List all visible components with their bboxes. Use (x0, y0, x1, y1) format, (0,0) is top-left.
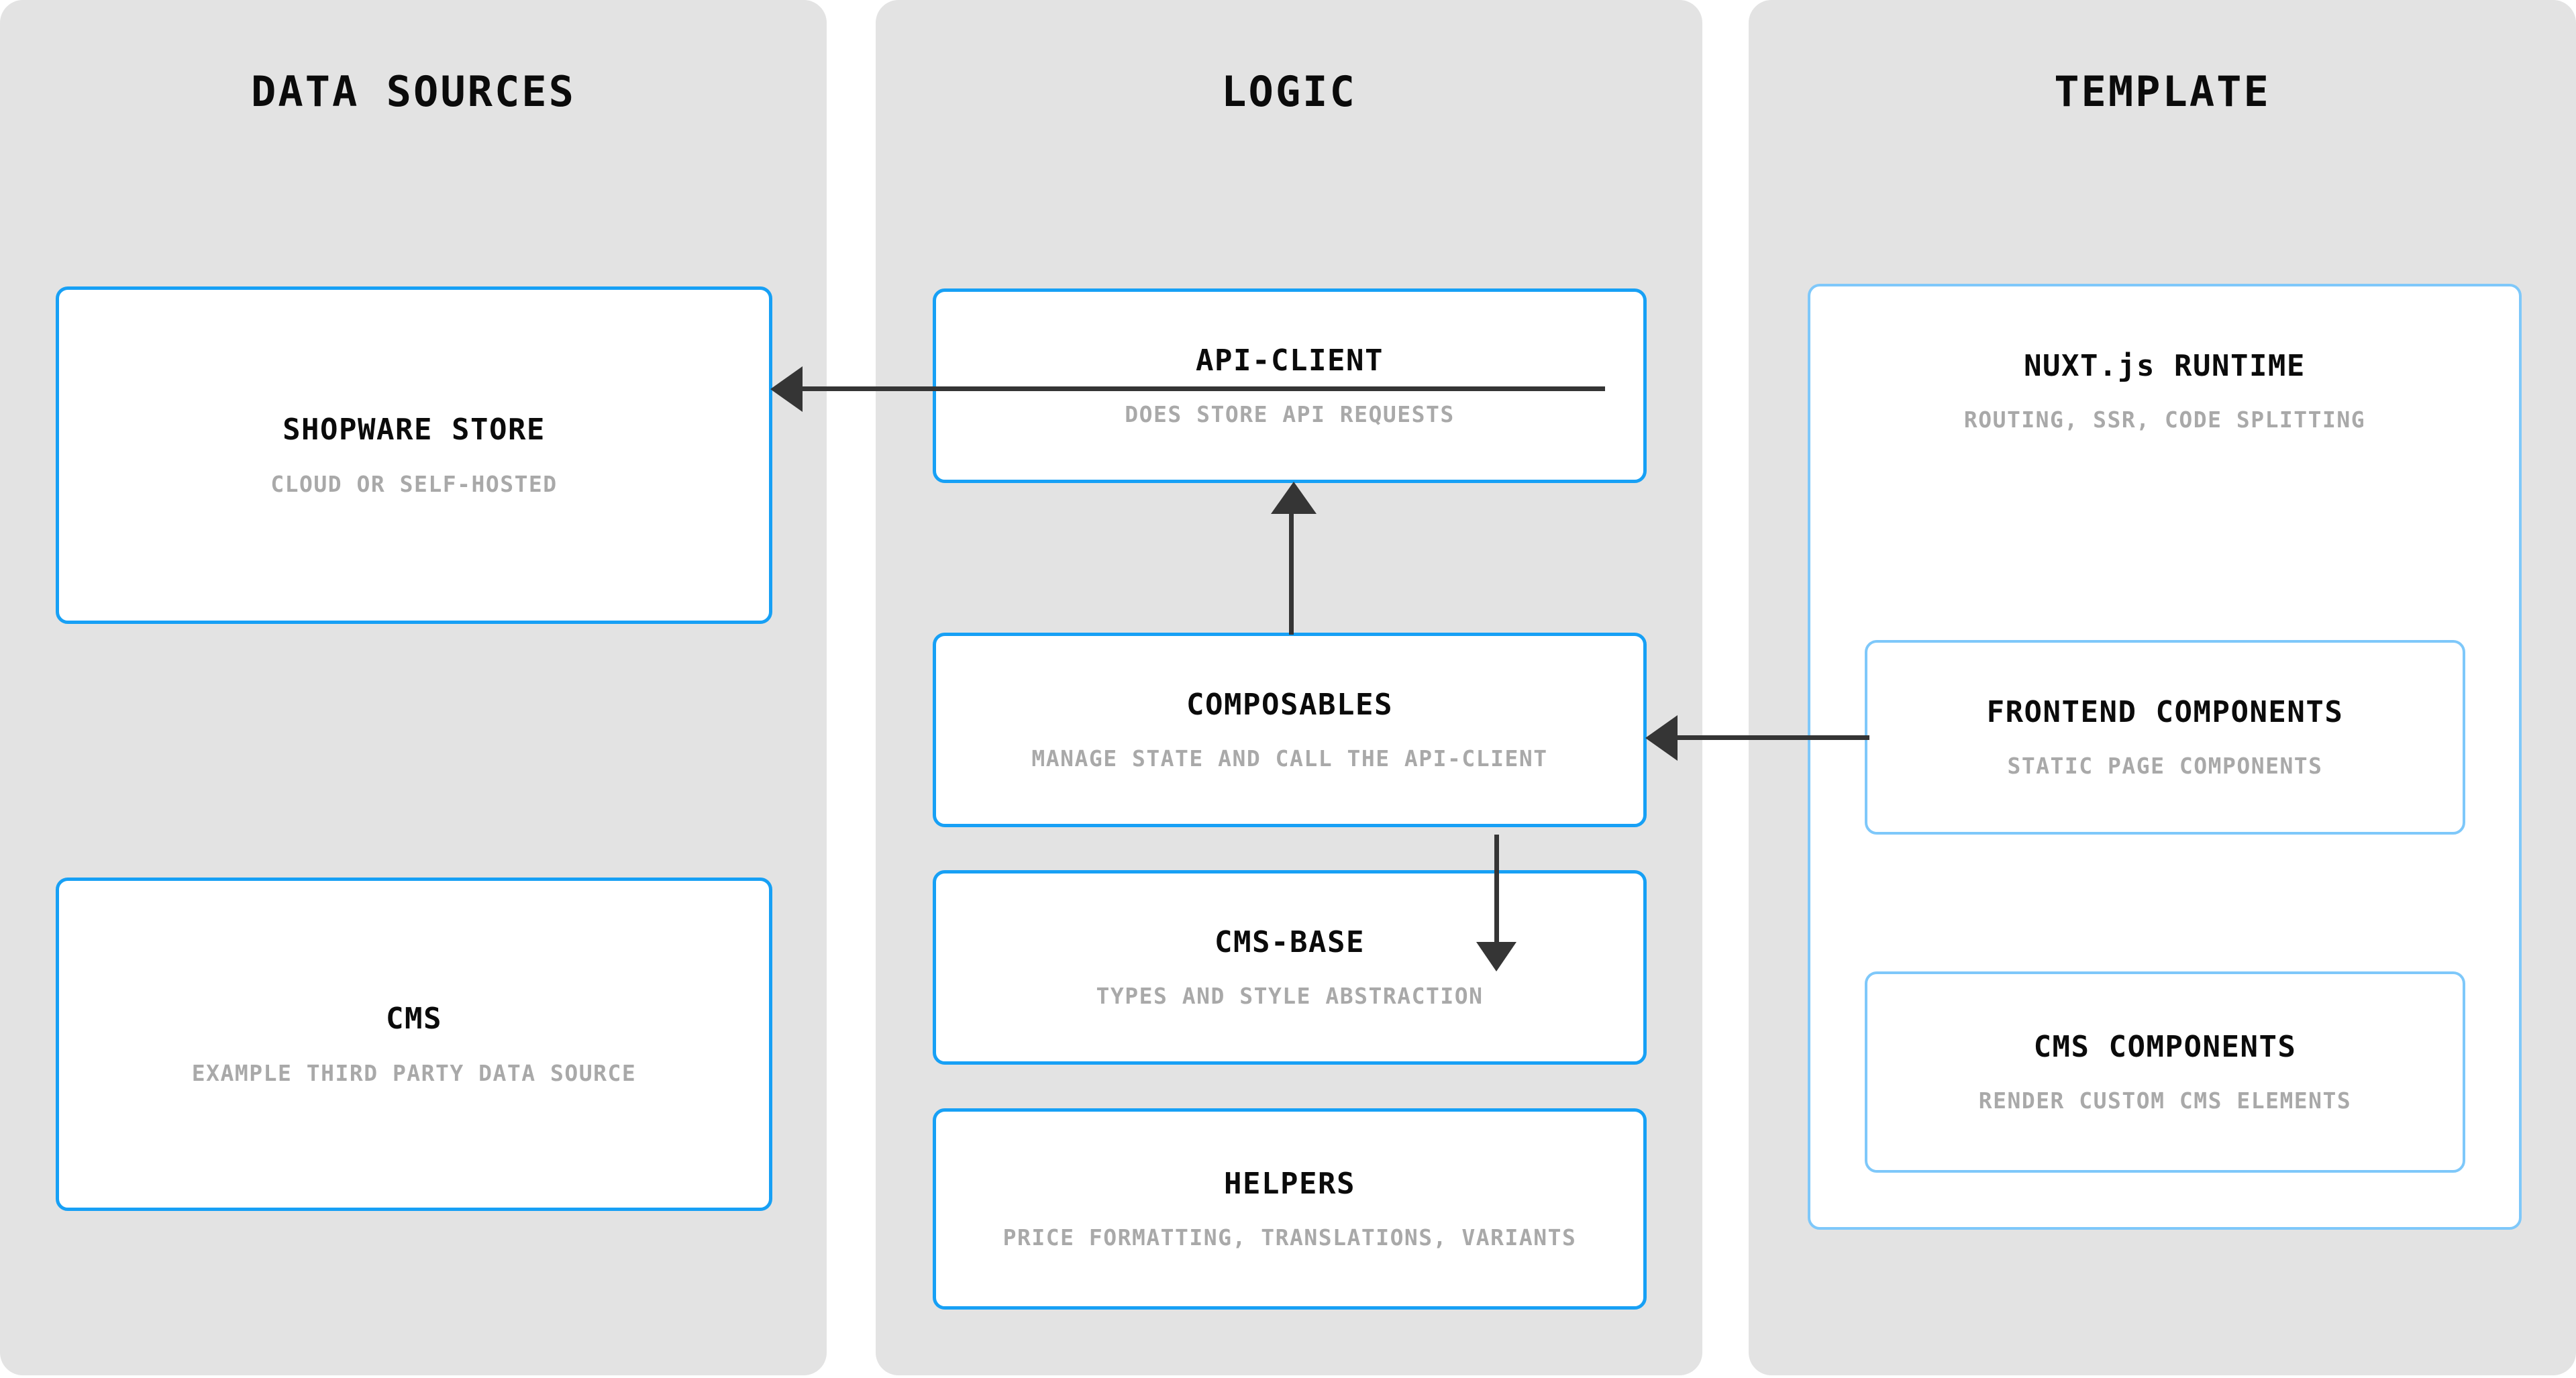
node-title-cms-base: CMS-BASE (1215, 924, 1365, 959)
panel-title-logic: LOGIC (1221, 67, 1357, 116)
node-subtitle-cms-components: RENDER CUSTOM CMS ELEMENTS (1978, 1088, 2352, 1114)
node-title-composables: COMPOSABLES (1186, 687, 1393, 722)
node-title-api-client: API-CLIENT (1196, 343, 1384, 378)
node-helpers[interactable]: HELPERS PRICE FORMATTING, TRANSLATIONS, … (933, 1108, 1647, 1310)
node-subtitle-cms-base: TYPES AND STYLE ABSTRACTION (1096, 983, 1484, 1010)
node-frontend-components[interactable]: FRONTEND COMPONENTS STATIC PAGE COMPONEN… (1865, 640, 2465, 835)
node-title-shopware-store: SHOPWARE STORE (282, 413, 546, 447)
node-title-nuxt-runtime: NUXT.js RUNTIME (2024, 349, 2306, 383)
node-subtitle-api-client: DOES STORE API REQUESTS (1125, 401, 1455, 428)
node-cms-base[interactable]: CMS-BASE TYPES AND STYLE ABSTRACTION (933, 870, 1647, 1065)
node-composables[interactable]: COMPOSABLES MANAGE STATE AND CALL THE AP… (933, 633, 1647, 827)
node-title-helpers: HELPERS (1224, 1166, 1355, 1201)
node-subtitle-helpers: PRICE FORMATTING, TRANSLATIONS, VARIANTS (1002, 1224, 1577, 1251)
node-cms[interactable]: CMS EXAMPLE THIRD PARTY DATA SOURCE (56, 878, 772, 1211)
node-cms-components[interactable]: CMS COMPONENTS RENDER CUSTOM CMS ELEMENT… (1865, 971, 2465, 1173)
node-subtitle-frontend-components: STATIC PAGE COMPONENTS (2007, 753, 2323, 780)
node-subtitle-shopware-store: CLOUD OR SELF-HOSTED (270, 470, 558, 497)
node-title-cms: CMS (386, 1002, 442, 1037)
node-header-nuxt-runtime: NUXT.js RUNTIME ROUTING, SSR, CODE SPLIT… (1810, 350, 2519, 433)
node-title-cms-components: CMS COMPONENTS (2033, 1029, 2297, 1064)
panel-title-template: TEMPLATE (2054, 67, 2271, 116)
node-title-frontend-components: FRONTEND COMPONENTS (1986, 694, 2344, 729)
node-subtitle-nuxt-runtime: ROUTING, SSR, CODE SPLITTING (1963, 407, 2366, 433)
node-subtitle-cms: EXAMPLE THIRD PARTY DATA SOURCE (191, 1059, 637, 1086)
panel-title-data-sources: DATA SOURCES (251, 67, 576, 116)
node-subtitle-composables: MANAGE STATE AND CALL THE API-CLIENT (1031, 745, 1548, 772)
node-shopware-store[interactable]: SHOPWARE STORE CLOUD OR SELF-HOSTED (56, 286, 772, 624)
node-api-client[interactable]: API-CLIENT DOES STORE API REQUESTS (933, 288, 1647, 483)
